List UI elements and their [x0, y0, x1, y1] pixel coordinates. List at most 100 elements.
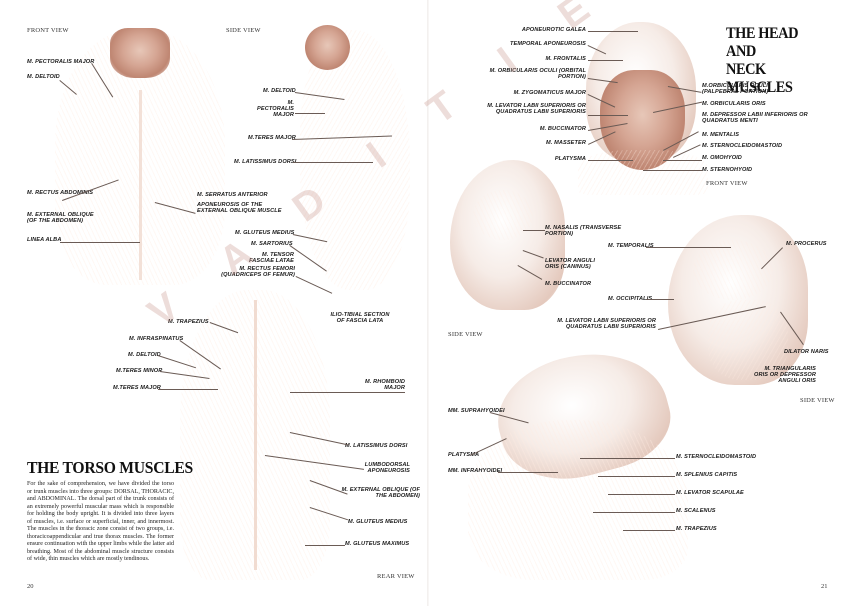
label-triangularis: M. TRIANGULARIS ORIS OR DEPRESSOR ANGULI…: [754, 366, 816, 385]
label-depressor-labii: M. DEPRESSOR LABII INFERIORIS OR QUADRAT…: [702, 112, 808, 125]
label-rear-gluteus-maximus: M. GLUTEUS MAXIMUS: [345, 541, 410, 547]
label-suprahyoidei: MM. SUPRAHYOIDEI: [448, 408, 505, 414]
label-splenius: M. SPLENIUS CAPITIS: [676, 472, 738, 478]
leader-line: [295, 276, 333, 294]
head-side-right-figure: [668, 215, 808, 385]
label-masseter: M. MASSETER: [546, 140, 586, 146]
label-platysma-front: PLATYSMA: [554, 156, 586, 162]
page-number-right: 21: [821, 583, 828, 590]
torso-title: THE TORSO MUSCLES: [27, 458, 193, 477]
label-orbicularis-oculi-orbital: M. ORBICULARIS OCULI (ORBITAL PORTION): [489, 68, 586, 81]
label-scalenus: M. SCALENUS: [676, 508, 716, 514]
label-front-serratus: M. SERRATUS ANTERIOR: [197, 192, 268, 198]
front-view-caption: FRONT VIEW: [27, 27, 69, 34]
label-front-external-oblique: M. EXTERNAL OBLIQUE (OF THE ABDOMEN): [27, 212, 94, 225]
label-zygomaticus: M. ZYGOMATICUS MAJOR: [513, 90, 586, 96]
label-side-gluteus-medius: M. GLUTEUS MEDIUS: [235, 230, 295, 236]
head-side-left-figure: [450, 160, 565, 310]
leader-line: [588, 115, 628, 116]
label-sternohyoid: M. STERNOHYOID: [702, 167, 753, 173]
leader-line: [580, 458, 675, 459]
label-rear-teres-major: M.TERES MAJOR: [113, 385, 161, 391]
label-side-latissimus: M. LATISSIMUS DORSI: [234, 159, 297, 165]
leader-line: [293, 162, 373, 163]
label-front-aponeurosis: APONEUROSIS OF THE EXTERNAL OBLIQUE MUSC…: [197, 202, 282, 215]
label-rear-external-oblique: M. EXTERNAL OBLIQUE (OF THE ABDOMEN): [341, 487, 420, 500]
label-rear-lumbodorsal: LUMBODORSAL APONEUROSIS: [364, 462, 410, 475]
label-procerus: M. PROCERUS: [786, 241, 827, 247]
label-infrahyoidei: MM. INFRAHYOIDEI: [448, 468, 503, 474]
head-side-right-caption: SIDE VIEW: [800, 397, 835, 404]
leader-line: [305, 545, 345, 546]
linea-alba-line: [139, 90, 142, 280]
torso-side-figure: [300, 30, 410, 290]
leader-line: [643, 170, 702, 171]
leader-line: [588, 31, 638, 32]
side-left-temporal: [473, 190, 533, 240]
leader-line: [646, 247, 731, 248]
leader-line: [295, 113, 325, 114]
title-line-2: NECK MUSCLES: [726, 61, 793, 96]
head-neck-title: THE HEAD AND NECK MUSCLES: [726, 25, 825, 97]
leader-line: [593, 512, 675, 513]
neck-figure: [468, 420, 688, 580]
leader-line: [588, 60, 623, 61]
side-view-caption: SIDE VIEW: [226, 27, 261, 34]
label-rear-infraspinatus: M. INFRASPINATUS: [129, 336, 184, 342]
label-side-rectus-femori: M. RECTUS FEMORI (QUADRICEPS OF FEMUR): [221, 266, 295, 279]
label-side-sartorius: M. SARTORIUS: [251, 241, 293, 247]
label-front-pectoralis: M. PECTORALIS MAJOR: [27, 59, 95, 65]
label-rear-trapezius: M. TRAPEZIUS: [168, 319, 209, 325]
leader-line: [608, 494, 675, 495]
leader-line: [588, 160, 633, 161]
leader-line: [663, 160, 702, 161]
leader-line: [158, 389, 218, 390]
head-side-left-caption: SIDE VIEW: [448, 331, 483, 338]
head-front-face: [600, 70, 685, 170]
label-levator-labii-front: M. LEVATOR LABII SUPERIORIS OR QUADRATUS…: [487, 103, 586, 116]
label-side-teres: M.TERES MAJOR: [248, 135, 296, 141]
label-rear-teres-minor: M.TERES MINOR: [116, 368, 163, 374]
label-levator-scapulae: M. LEVATOR SCAPULAE: [676, 490, 744, 496]
leader-line: [598, 476, 675, 477]
side-right-temporal: [693, 240, 773, 300]
label-rear-latissimus: M. LATISSIMUS DORSI: [345, 443, 408, 449]
label-rear-rhomboid: M. RHOMBOID MAJOR: [365, 379, 405, 392]
front-neck-figure: [578, 150, 708, 195]
label-nasalis: M. NASALIS (TRANSVERSE PORTION): [545, 225, 622, 238]
label-side-deltoid: M. DELTOID: [263, 88, 296, 94]
label-side-pectoralis: M. PECTORALIS MAJOR: [257, 100, 294, 119]
label-frontalis: M. FRONTALIS: [545, 56, 586, 62]
leader-line: [623, 530, 675, 531]
title-line-1: THE HEAD AND: [726, 25, 799, 60]
right-page: THE HEAD AND NECK MUSCLES APONEUROTIC GA…: [428, 0, 855, 606]
label-temporal-aponeurosis: TEMPORAL APONEUROSIS: [510, 41, 586, 47]
label-platysma-neck: PLATYSMA: [448, 452, 480, 458]
left-page: FRONT VIEW M. PECTORALIS MAJOR M. DELTOI…: [27, 25, 420, 590]
label-buccinator-front: M. BUCCINATOR: [539, 126, 586, 132]
label-occipitalis: M. OCCIPITALIS: [608, 296, 653, 302]
label-orbicularis-oculi-palpebral: M.ORBICULARIS OCULI (PALPEBRAL PORTION): [702, 83, 769, 96]
front-neck: [110, 28, 170, 78]
label-levator-anguli: LEVATOR ANGULI ORIS (CANINUS): [545, 258, 595, 271]
side-head: [305, 25, 350, 70]
label-dilator-naris: DILATOR NARIS: [784, 349, 829, 355]
spine-line: [254, 300, 257, 570]
leader-line: [290, 392, 405, 393]
label-trapezius-neck: M. TRAPEZIUS: [676, 526, 717, 532]
leader-line: [60, 242, 140, 243]
leader-line: [523, 230, 545, 231]
label-levator-labii-side: M. LEVATOR LABII SUPERIORIS OR QUADRATUS…: [557, 318, 656, 331]
label-orbicularis-oris: M. ORBICULARIS ORIS: [702, 101, 766, 107]
label-side-ilio-tibial: ILIO-TIBIAL SECTION OF FASCIA LATA: [330, 312, 390, 325]
leader-line: [498, 472, 558, 473]
rear-view-caption: REAR VIEW: [377, 573, 415, 580]
side-right-neck: [708, 300, 788, 380]
label-sternocleidomastoid-neck: M. STERNOCLEIDOMASTOID: [676, 454, 757, 460]
label-buccinator-side: M. BUCCINATOR: [545, 281, 592, 287]
label-front-linea-alba: LINEA ALBA: [27, 237, 62, 243]
label-side-tensor: M. TENSOR FASCIAE LATAE: [249, 252, 294, 265]
leader-line: [646, 299, 674, 300]
label-omohyoid: M. OMOHYOID: [702, 155, 742, 161]
